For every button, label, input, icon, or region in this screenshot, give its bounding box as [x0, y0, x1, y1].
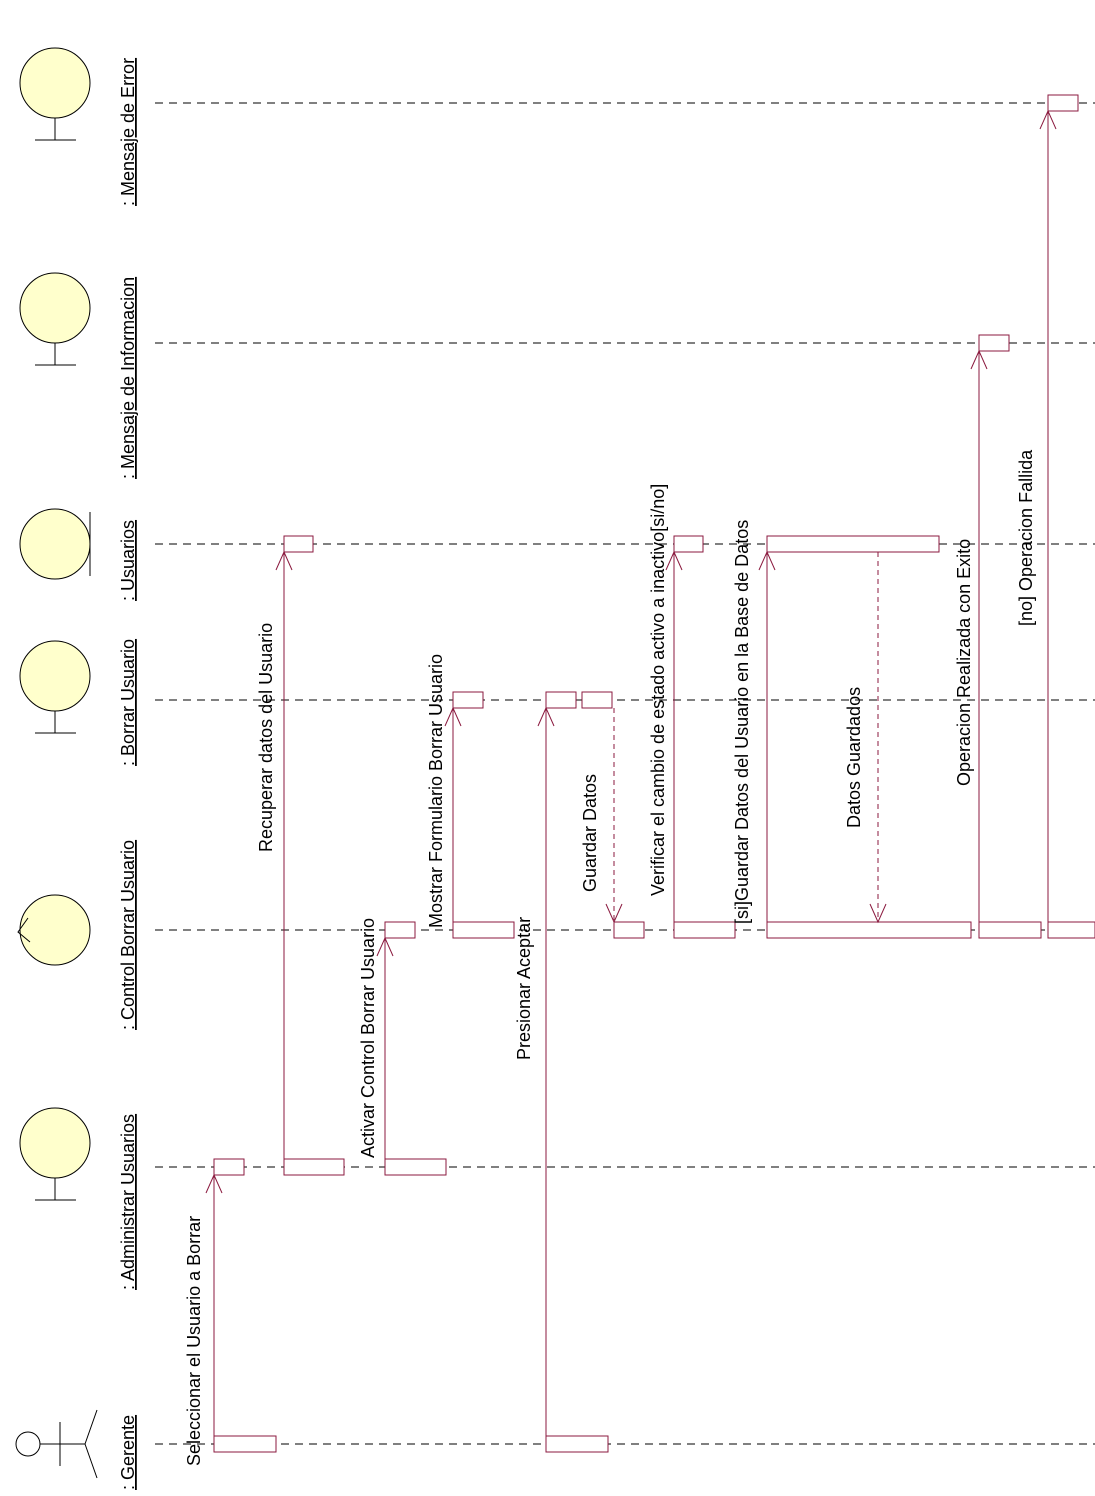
message-arrow [205, 1173, 223, 1436]
activation-control [978, 921, 1042, 939]
message-arrow [537, 706, 555, 1436]
message-label: Datos Guardados [844, 687, 864, 828]
boundary-icon [19, 47, 91, 141]
message-label: Seleccionar el Usuario a Borrar [184, 1216, 204, 1466]
message-label: Mostrar Formulario Borrar Usuario [426, 654, 446, 928]
object-label-mensaje-informacion: : Mensaje de Informacion [118, 277, 138, 479]
activation-administrar [283, 1158, 345, 1176]
message-arrow [869, 552, 887, 924]
message-label: Verificar el cambio de estado activo a i… [648, 484, 668, 896]
activation-mensaje-error [1047, 94, 1079, 112]
activation-control [452, 921, 515, 939]
message-arrow [1039, 109, 1057, 922]
activation-usuarios [283, 535, 314, 553]
message-label: [no] Operacion Fallida [1016, 449, 1036, 626]
message-label: Recuperar datos del Usuario [256, 623, 276, 852]
message-arrow [605, 708, 623, 924]
object-label-administrar-usuarios: : Administrar Usuarios [118, 1114, 138, 1290]
message-arrow [970, 349, 988, 922]
activation-control [673, 921, 736, 939]
activation-borrar [545, 691, 577, 709]
object-label-usuarios: : Usuarios [118, 520, 138, 601]
activation-administrar [384, 1158, 447, 1176]
activation-borrar [581, 691, 613, 709]
activation-usuarios [766, 535, 940, 553]
message-arrow [444, 706, 462, 922]
message-label: Presionar Aceptar [514, 917, 534, 1060]
actor-icon [15, 1409, 98, 1479]
object-label-control-borrar-usuario: : Control Borrar Usuario [118, 840, 138, 1030]
activation-mensaje-informacion [978, 334, 1010, 352]
boundary-icon [19, 1107, 91, 1201]
activation-gerente [545, 1435, 609, 1453]
message-arrow [376, 936, 394, 1159]
message-label: [si]Guardar Datos del Usuario en la Base… [732, 520, 752, 924]
activation-control [384, 921, 416, 939]
message-arrow [758, 550, 776, 922]
activation-gerente [213, 1435, 277, 1453]
activation-control [766, 921, 972, 939]
control-icon [17, 894, 91, 966]
message-label: Activar Control Borrar Usuario [358, 918, 378, 1158]
activation-control [1047, 921, 1095, 939]
activation-control [613, 921, 645, 939]
message-label: Operacion Realizada con Exito [954, 539, 974, 786]
object-label-gerente: : Gerente [118, 1415, 138, 1490]
boundary-icon [19, 640, 91, 734]
message-arrow [275, 550, 293, 1159]
activation-administrar [213, 1158, 245, 1176]
object-label-borrar-usuario: : Borrar Usuario [118, 639, 138, 766]
message-arrow [665, 550, 683, 922]
entity-icon [19, 508, 91, 580]
activation-borrar [452, 691, 484, 709]
boundary-icon [19, 272, 91, 366]
object-label-mensaje-error: : Mensaje de Error [118, 58, 138, 206]
message-label: Guardar Datos [580, 774, 600, 892]
activation-usuarios [673, 535, 704, 553]
